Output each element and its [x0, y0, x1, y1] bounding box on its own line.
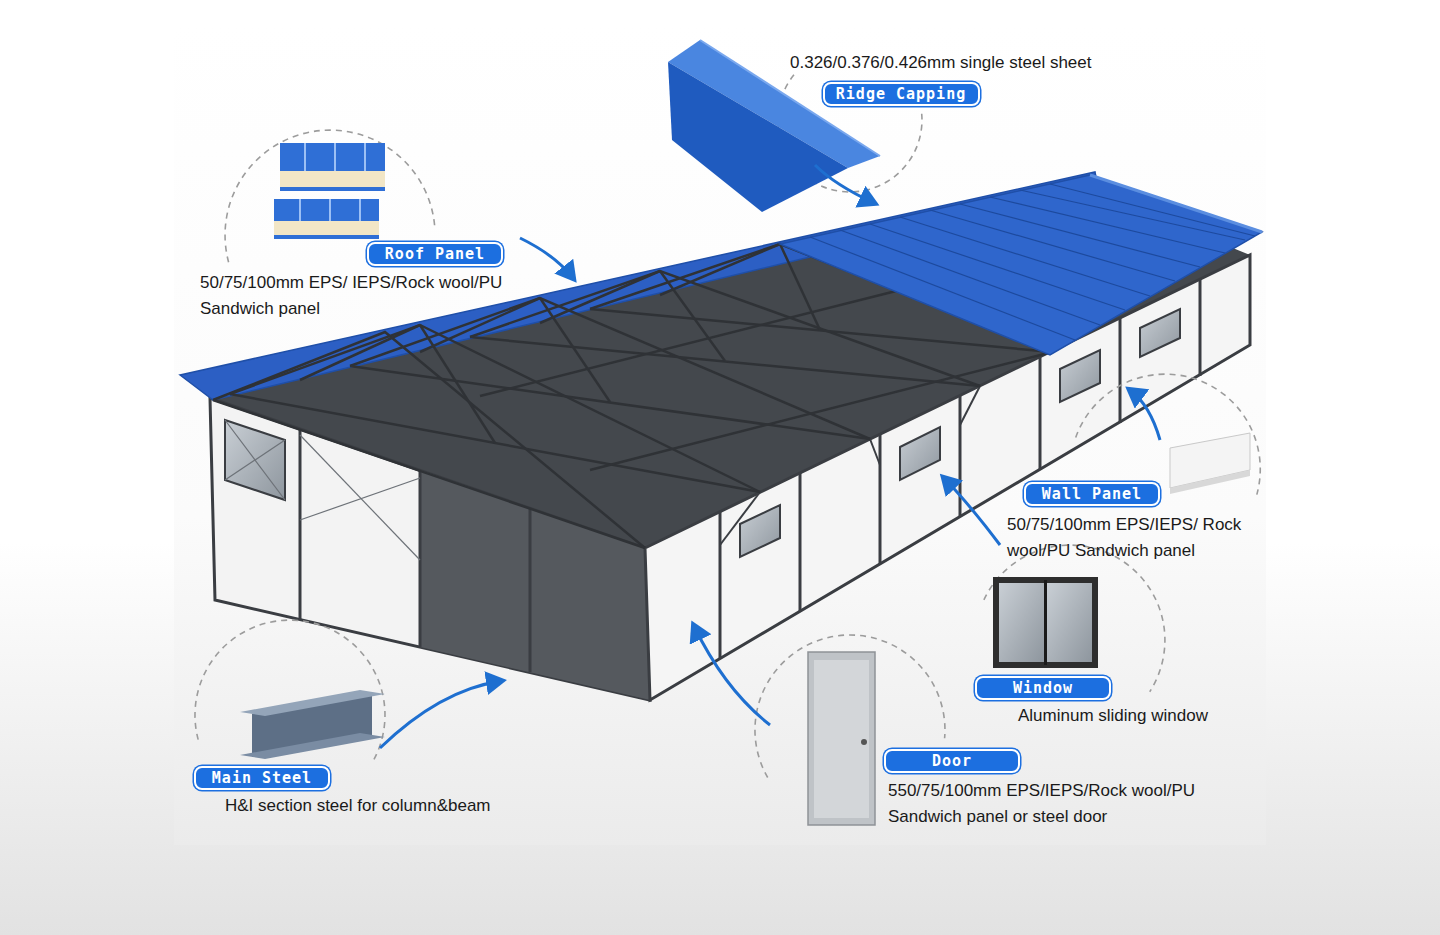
roof-panel-sample	[274, 143, 385, 239]
callout-tag: Main Steel	[194, 766, 330, 790]
end-wall-dark-panels	[420, 470, 650, 700]
tag-text: Window	[1013, 679, 1073, 697]
tag-text: Ridge Capping	[836, 85, 966, 103]
wall-panel-sample	[1170, 433, 1250, 494]
panel-ground	[174, 25, 1266, 845]
spec-note: 0.326/0.376/0.426mm single steel sheet	[790, 50, 1091, 76]
window-sample	[993, 577, 1098, 668]
steel-beam-sample	[240, 690, 385, 759]
wall-columns	[720, 279, 1200, 659]
roof-edge	[1090, 175, 1262, 232]
callout-tag: Roof Panel	[367, 242, 503, 266]
end-window	[225, 420, 285, 500]
end-wall-columns	[300, 429, 530, 672]
callout-tag: Ridge Capping	[823, 82, 980, 106]
roof-near-slope	[780, 175, 1262, 355]
callout-tag: Window	[975, 676, 1111, 700]
spec-note: H&I section steel for column&beam	[225, 793, 491, 819]
spec-note: 50/75/100mm EPS/ IEPS/Rock wool/PU Sandw…	[200, 270, 510, 322]
cross-bracing	[225, 420, 420, 560]
end-wall	[210, 398, 650, 700]
tag-text: Main Steel	[212, 769, 312, 787]
spec-note: 50/75/100mm EPS/IEPS/ Rock wool/PU Sandw…	[1007, 512, 1269, 564]
callout-tag: Wall Panel	[1024, 482, 1160, 506]
callout-tag: Door	[884, 749, 1020, 773]
tag-text: Door	[932, 752, 972, 770]
spec-note: Aluminum sliding window	[1018, 703, 1208, 729]
tag-text: Roof Panel	[385, 245, 485, 263]
tag-text: Wall Panel	[1042, 485, 1142, 503]
knee-braces	[720, 386, 980, 545]
door-sample	[808, 652, 875, 825]
spec-note: 550/75/100mm EPS/IEPS/Rock wool/PU Sandw…	[888, 778, 1233, 830]
